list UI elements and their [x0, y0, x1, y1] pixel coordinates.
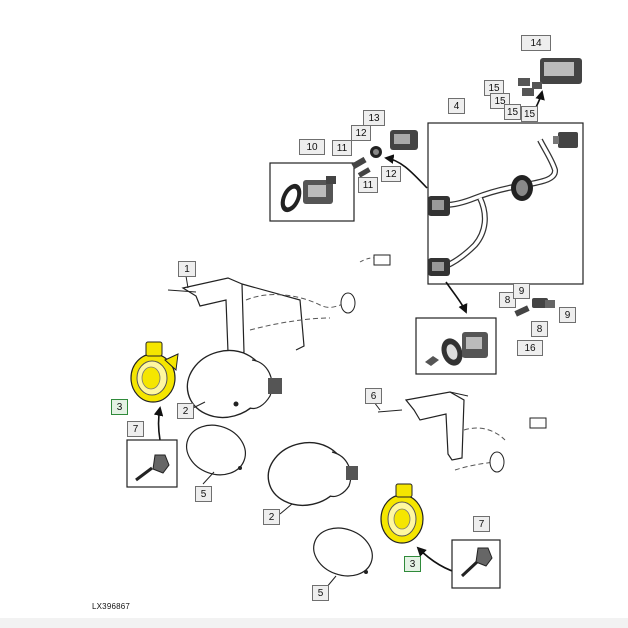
callout-1: 1: [178, 261, 196, 277]
lower-lamp-assembly: [267, 391, 547, 589]
callout-16: 16: [517, 340, 543, 356]
callout-5: 5: [312, 585, 329, 601]
callout-7: 7: [473, 516, 490, 532]
callout-13: 13: [363, 110, 385, 126]
callout-3: 3: [111, 399, 128, 415]
connector-14-group: [518, 58, 582, 96]
callout-8: 8: [531, 321, 548, 337]
callout-9: 9: [513, 283, 530, 299]
connector-kit-group: [269, 162, 355, 222]
callout-6: 6: [365, 388, 382, 404]
wiring-harness-group: [427, 122, 584, 285]
callout-7: 7: [127, 421, 144, 437]
callout-2: 2: [177, 403, 194, 419]
upper-lamp-assembly: [126, 254, 391, 488]
callout-15: 15: [521, 106, 538, 122]
callout-10: 10: [299, 139, 325, 155]
callout-2: 2: [263, 509, 280, 525]
small-connector-parts: [351, 130, 418, 178]
bottom-strip: [0, 618, 628, 628]
callout-9: 9: [559, 307, 576, 323]
callout-12: 12: [381, 166, 401, 182]
callout-11: 11: [358, 177, 378, 193]
image-reference-code: LX396867: [92, 602, 131, 611]
callout-3: 3: [404, 556, 421, 572]
callout-4: 4: [448, 98, 465, 114]
connector-16-group: [415, 317, 497, 375]
callout-8: 8: [499, 292, 516, 308]
callout-15: 15: [504, 104, 521, 120]
callout-12: 12: [351, 125, 371, 141]
terminal-parts-8-9: [514, 298, 555, 317]
callout-5: 5: [195, 486, 212, 502]
callout-14: 14: [521, 35, 551, 51]
callout-11: 11: [332, 140, 352, 156]
